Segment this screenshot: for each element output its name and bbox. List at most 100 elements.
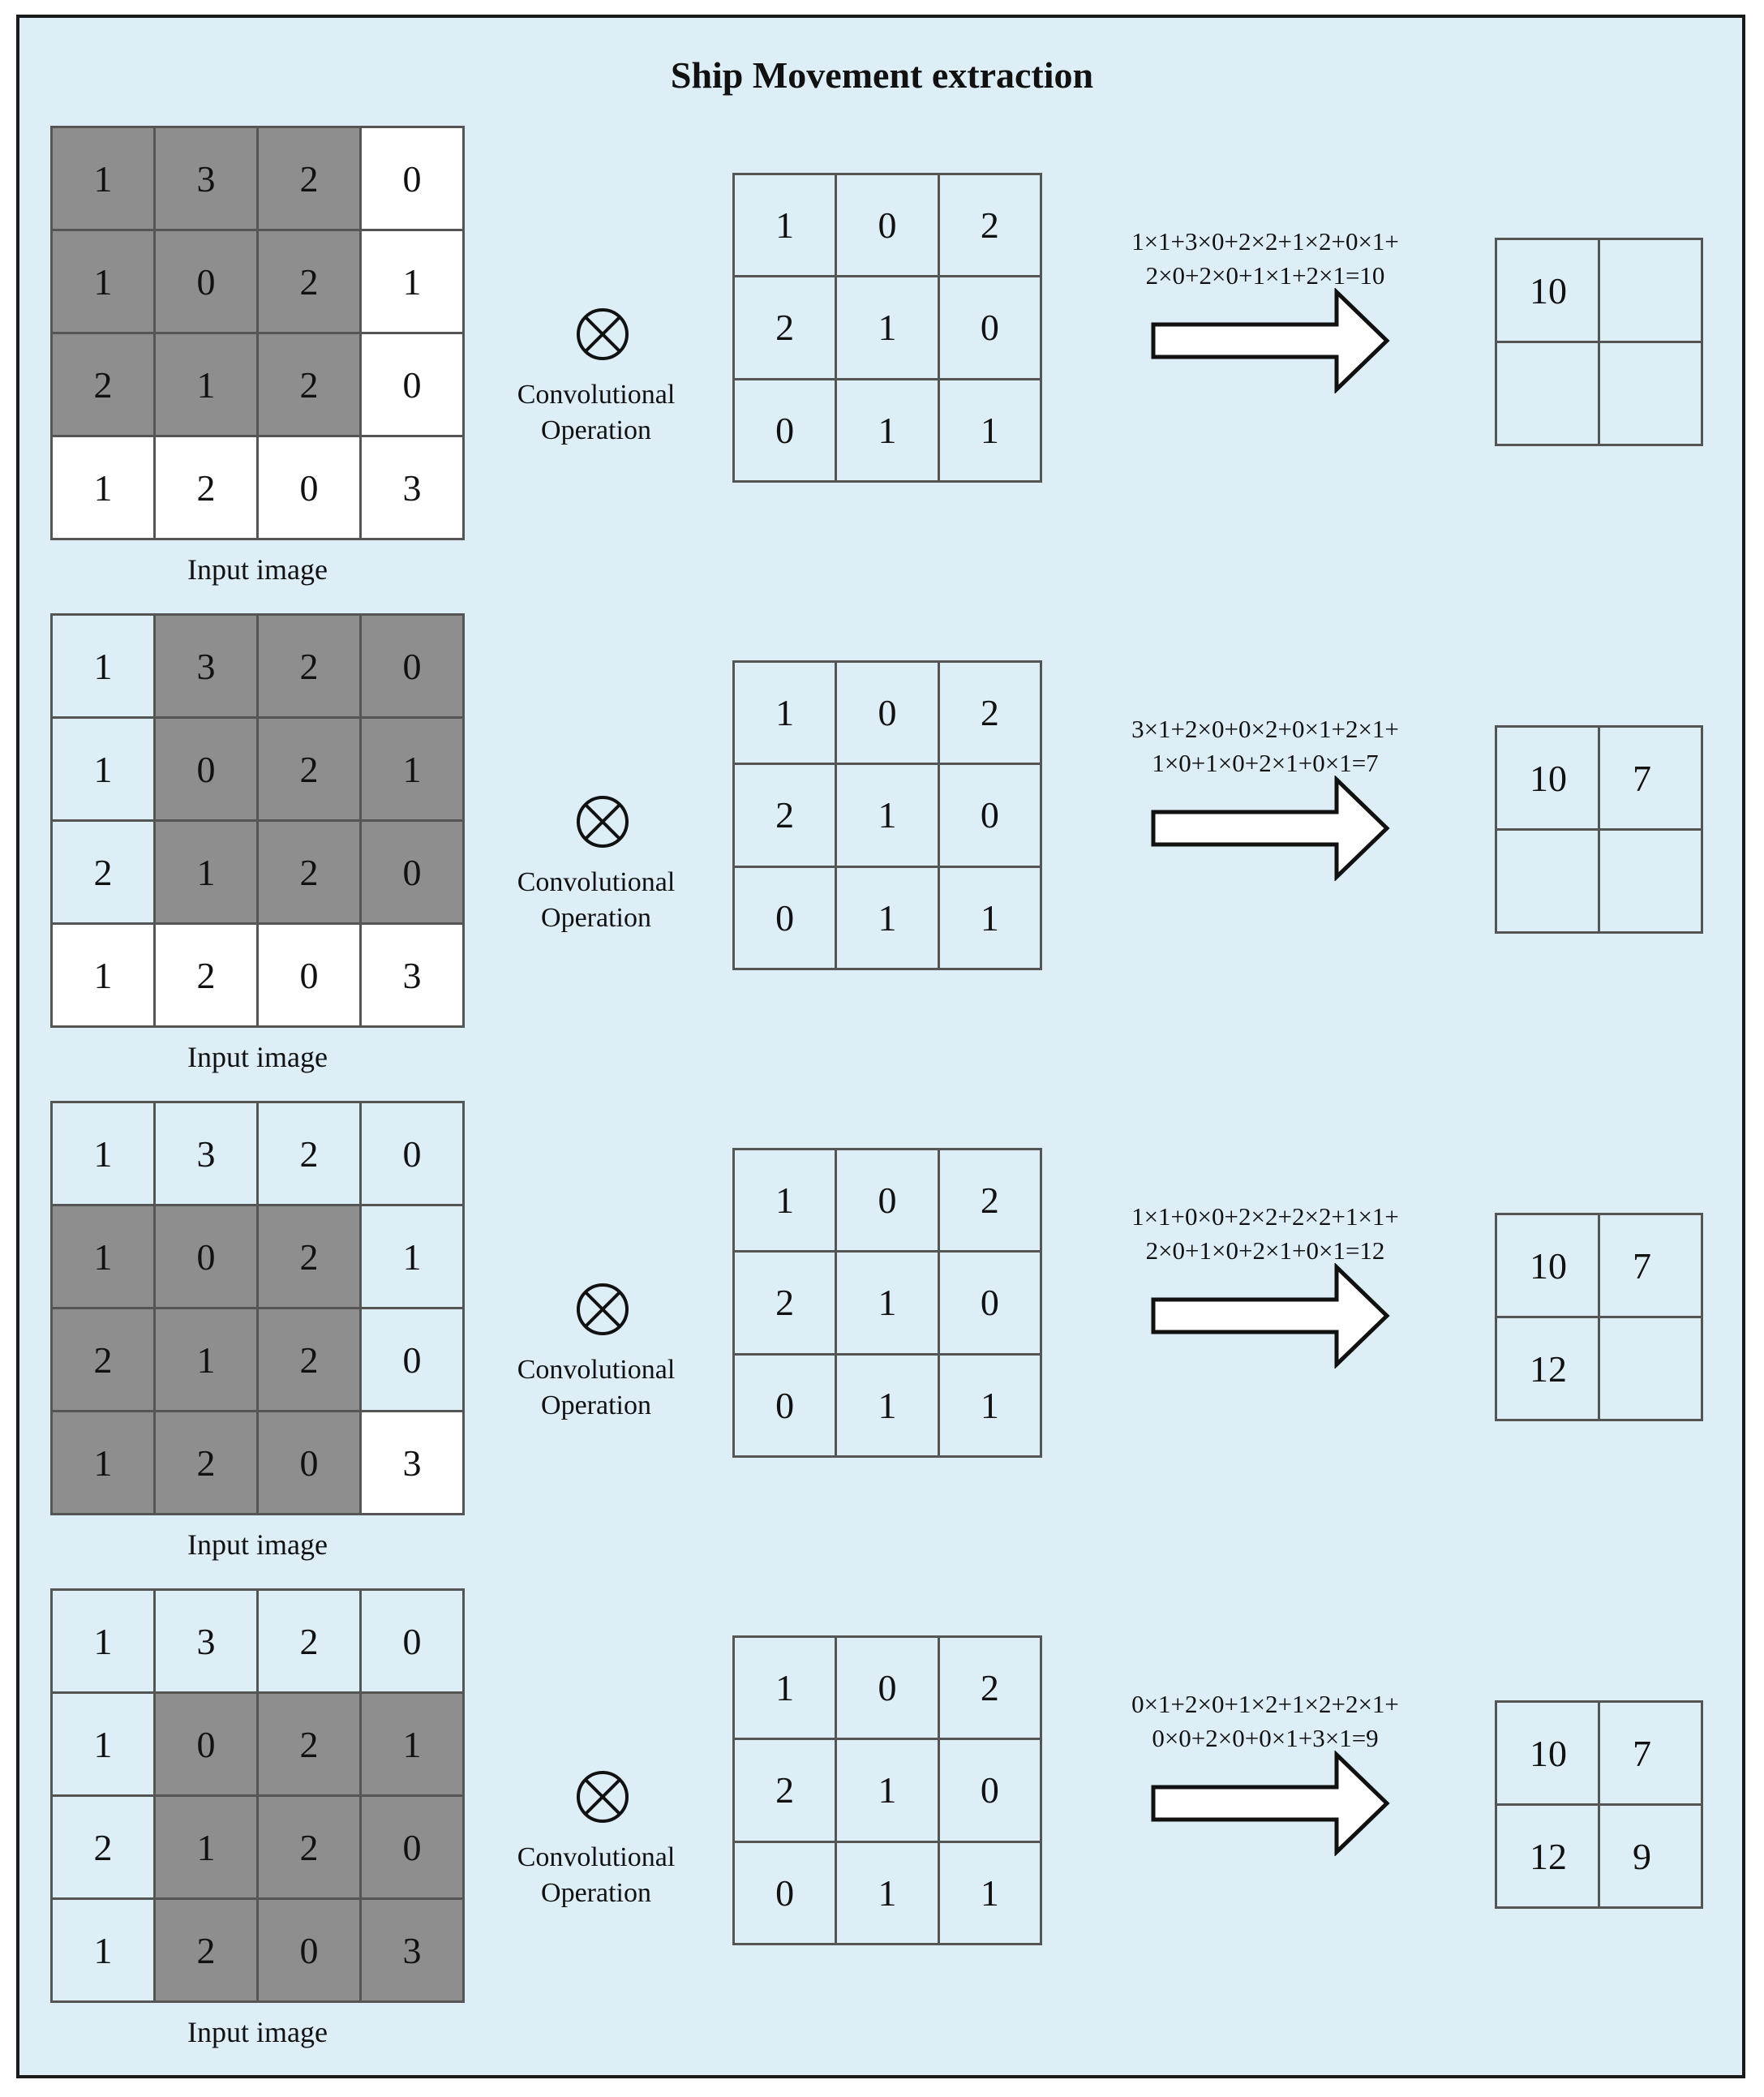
kernel-cell: 1	[837, 1355, 940, 1458]
kernel-cell: 2	[939, 663, 1042, 766]
output-cell: 7	[1600, 728, 1703, 831]
input-cell-highlighted: 1	[362, 719, 465, 822]
kernel-cell: 0	[735, 867, 838, 970]
kernel-cell: 2	[735, 1253, 838, 1356]
output-cell	[1600, 343, 1703, 446]
input-cell: 0	[362, 334, 465, 437]
input-cell-highlighted: 1	[156, 1309, 259, 1412]
input-cell-highlighted: 2	[53, 1309, 156, 1412]
kernel-cell: 1	[735, 1638, 838, 1741]
input-cell-highlighted: 0	[362, 1797, 465, 1900]
input-cell-highlighted: 2	[259, 616, 362, 719]
formula-line-1: 3×1+2×0+0×2+0×1+2×1+	[1131, 715, 1399, 743]
kernel-cell: 2	[939, 1638, 1042, 1741]
input-cell-highlighted: 0	[156, 1206, 259, 1309]
output-cell: 12	[1497, 1806, 1600, 1909]
input-cell: 2	[156, 925, 259, 1028]
input-cell: 0	[362, 1103, 465, 1206]
input-cell-highlighted: 1	[53, 128, 156, 231]
input-cell: 1	[53, 616, 156, 719]
input-cell-highlighted: 2	[53, 334, 156, 437]
kernel-cell: 1	[837, 1253, 940, 1356]
circled-times-icon	[577, 796, 629, 848]
input-cell-highlighted: 0	[362, 616, 465, 719]
kernel-cell: 2	[939, 175, 1042, 278]
input-cell: 1	[362, 1206, 465, 1309]
operation-label-line-2: Operation	[541, 1878, 651, 1908]
kernel-cell: 1	[837, 277, 940, 380]
output-cell: 10	[1497, 240, 1600, 343]
output-cell: 7	[1600, 1215, 1703, 1318]
input-cell-highlighted: 0	[259, 1412, 362, 1515]
input-cell: 3	[156, 1591, 259, 1694]
input-cell-highlighted: 2	[259, 231, 362, 334]
circled-times-icon	[577, 308, 629, 360]
input-cell-highlighted: 2	[156, 1412, 259, 1515]
input-image-label: Input image	[187, 553, 328, 586]
input-image-label: Input image	[187, 1528, 328, 1561]
input-cell-highlighted: 1	[156, 334, 259, 437]
kernel-cell: 0	[735, 1355, 838, 1458]
input-cell-highlighted: 0	[259, 1900, 362, 2003]
right-arrow-icon	[1151, 288, 1390, 393]
kernel-cell: 1	[837, 765, 940, 868]
input-cell-highlighted: 2	[259, 1309, 362, 1412]
kernel-cell: 1	[837, 380, 940, 483]
input-cell: 2	[156, 437, 259, 540]
input-image-label: Input image	[187, 2016, 328, 2048]
operation-label-line-1: Convolutional	[517, 1842, 676, 1872]
input-cell: 1	[53, 719, 156, 822]
input-cell: 0	[362, 128, 465, 231]
input-cell-highlighted: 0	[362, 822, 465, 925]
input-cell: 1	[53, 437, 156, 540]
output-cell: 10	[1497, 1215, 1600, 1318]
input-cell-highlighted: 1	[53, 231, 156, 334]
input-cell-highlighted: 2	[259, 334, 362, 437]
input-cell-highlighted: 2	[259, 1694, 362, 1797]
figure-title: Ship Movement extraction	[670, 54, 1094, 96]
calculation-formula: 1×1+3×0+2×2+1×2+0×1+2×0+2×0+1×1+2×1=10	[1054, 225, 1476, 293]
input-cell: 1	[53, 1694, 156, 1797]
input-cell: 1	[53, 1103, 156, 1206]
output-cell: 10	[1497, 1703, 1600, 1806]
kernel-cell: 0	[939, 765, 1042, 868]
kernel-cell: 1	[939, 380, 1042, 483]
input-cell: 0	[362, 1309, 465, 1412]
input-cell: 3	[362, 1412, 465, 1515]
kernel-cell: 2	[939, 1150, 1042, 1253]
output-cell	[1497, 343, 1600, 446]
input-cell-highlighted: 1	[156, 822, 259, 925]
calculation-formula: 0×1+2×0+1×2+1×2+2×1+ 0×0+2×0+0×1+3×1=9	[1054, 1687, 1476, 1755]
formula-line-2: 0×0+2×0+0×1+3×1=9	[1152, 1724, 1379, 1752]
kernel-cell: 1	[939, 867, 1042, 970]
kernel-cell: 2	[735, 765, 838, 868]
kernel-cell: 0	[837, 663, 940, 766]
input-cell: 3	[362, 925, 465, 1028]
operation-label-line-2: Operation	[541, 415, 651, 445]
output-cell	[1497, 831, 1600, 934]
input-cell: 0	[362, 1591, 465, 1694]
input-cell-highlighted: 1	[53, 1206, 156, 1309]
kernel-cell: 0	[735, 1842, 838, 1945]
input-cell-highlighted: 1	[362, 1694, 465, 1797]
formula-line-1: 0×1+2×0+1×2+1×2+2×1+	[1131, 1690, 1399, 1718]
formula-line-1: 1×1+3×0+2×2+1×2+0×1+	[1131, 227, 1399, 256]
input-cell-highlighted: 3	[156, 616, 259, 719]
kernel-cell: 1	[837, 1740, 940, 1843]
input-cell: 2	[53, 1797, 156, 1900]
output-cell	[1600, 831, 1703, 934]
calculation-formula: 3×1+2×0+0×2+0×1+2×1+1×0+1×0+2×1+0×1=7	[1054, 712, 1476, 780]
kernel-cell: 1	[837, 1842, 940, 1945]
kernel-cell: 1	[939, 1842, 1042, 1945]
kernel-cell: 0	[837, 175, 940, 278]
